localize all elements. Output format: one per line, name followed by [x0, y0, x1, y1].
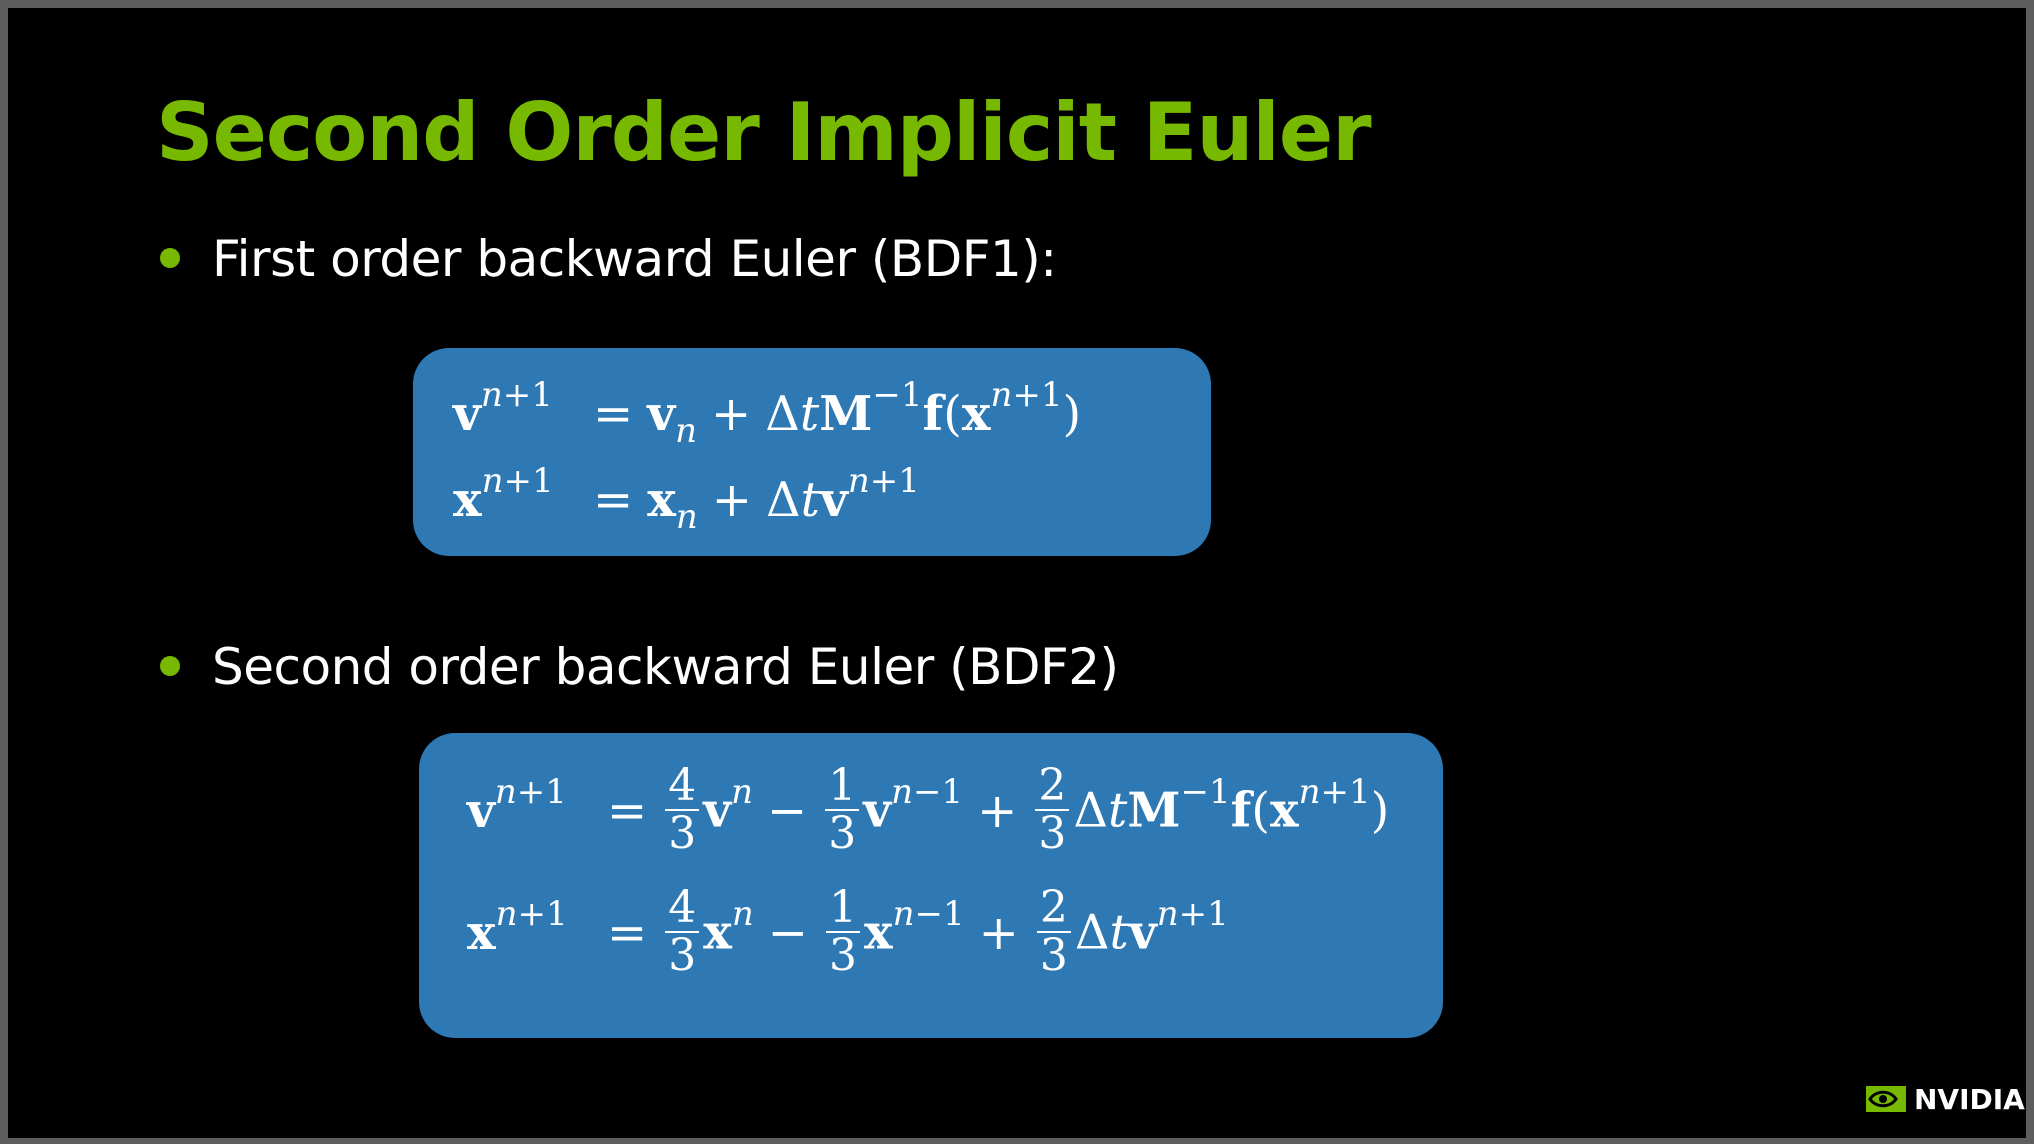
nvidia-eye-icon [1866, 1086, 1906, 1112]
nvidia-logo-text: NVIDIA [1914, 1082, 2025, 1116]
equation-box-bdf1: vn+1=vn+ΔtM−1f(xn+1) xn+1=xn+Δtvn+1 [413, 348, 1211, 556]
bullet-bdf2: Second order backward Euler (BDF2) [160, 638, 1119, 696]
nvidia-logo: NVIDIA [1866, 1082, 2025, 1116]
equation-bdf1-velocity: vn+1=vn+ΔtM−1f(xn+1) [453, 375, 1082, 451]
slide-title: Second Order Implicit Euler [156, 86, 1372, 179]
bullet-dot-icon [160, 247, 180, 268]
bullet-bdf2-text: Second order backward Euler (BDF2) [212, 638, 1119, 696]
equation-bdf1-position: xn+1=xn+Δtvn+1 [453, 461, 920, 537]
slide: Second Order Implicit Euler First order … [8, 8, 2026, 1138]
bullet-bdf1-text: First order backward Euler (BDF1): [212, 230, 1057, 288]
bullet-dot-icon [160, 655, 180, 676]
bullet-bdf1: First order backward Euler (BDF1): [160, 230, 1057, 288]
